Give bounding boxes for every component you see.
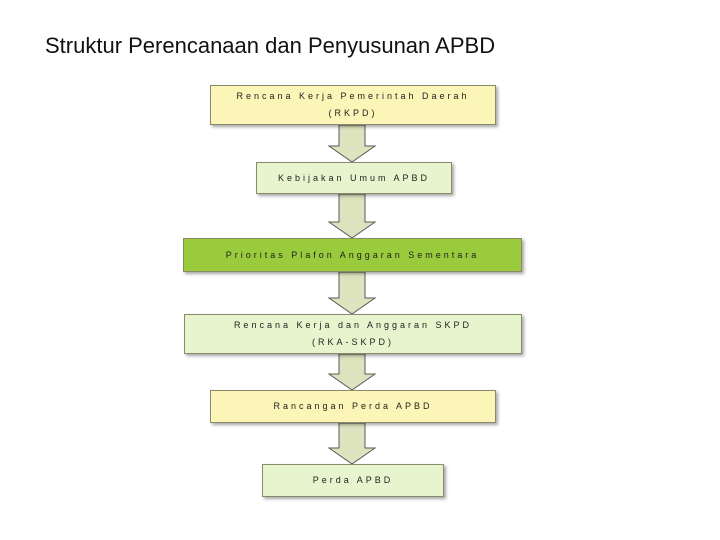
down-arrow-3 <box>327 271 377 315</box>
step-ppas: Prioritas Plafon Anggaran Sementara <box>183 238 522 272</box>
step-rkpd: Rencana Kerja Pemerintah Daerah (RKPD) <box>210 85 496 125</box>
page-title: Struktur Perencanaan dan Penyusunan APBD <box>45 33 496 58</box>
step-rancangan-perda: Rancangan Perda APBD <box>210 390 496 423</box>
down-arrow-5 <box>327 422 377 465</box>
step-sublabel: (RKA-SKPD) <box>311 337 394 347</box>
down-arrow-4 <box>327 353 377 391</box>
step-perda: Perda APBD <box>262 464 444 497</box>
step-label: Kebijakan Umum APBD <box>277 172 431 183</box>
step-rka-skpd: Rencana Kerja dan Anggaran SKPD (RKA-SKP… <box>184 314 522 354</box>
step-sublabel: (RKPD) <box>328 108 378 118</box>
step-label: Rencana Kerja dan Anggaran SKPD <box>233 320 473 330</box>
down-arrow-1 <box>327 124 377 163</box>
step-kua: Kebijakan Umum APBD <box>256 162 452 194</box>
down-arrow-2 <box>327 193 377 239</box>
step-label: Rancangan Perda APBD <box>273 401 433 411</box>
step-label: Perda APBD <box>312 475 394 485</box>
step-label: Prioritas Plafon Anggaran Sementara <box>225 249 480 260</box>
step-label: Rencana Kerja Pemerintah Daerah <box>236 91 470 101</box>
